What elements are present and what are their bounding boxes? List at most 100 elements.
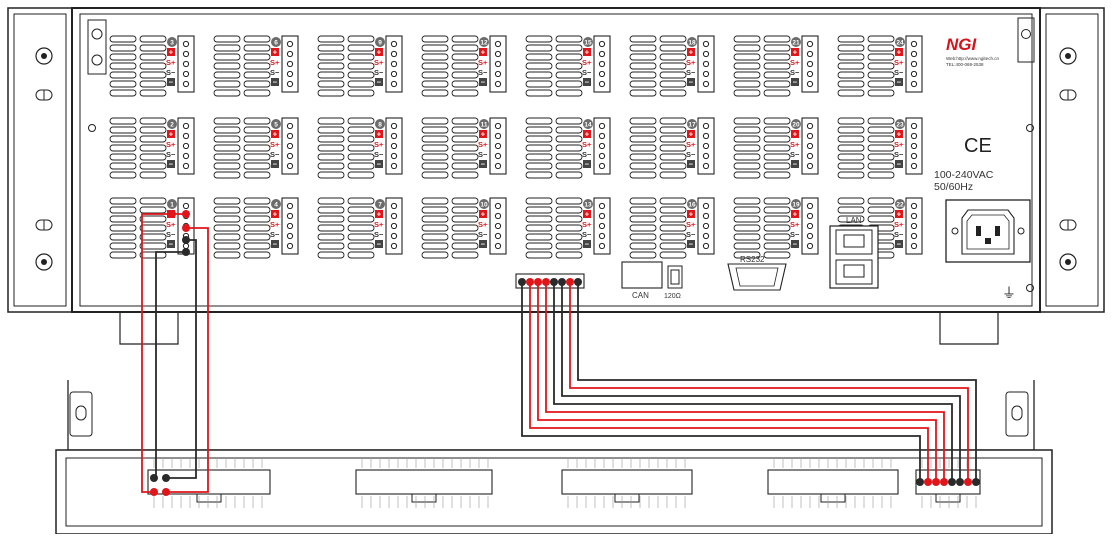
- terminal-label: −: [169, 160, 174, 169]
- vent-slot: [139, 89, 167, 97]
- terminal-label: S−: [790, 230, 800, 239]
- vent-slot: [109, 215, 137, 223]
- vent-slot: [525, 215, 553, 223]
- terminal-screw: [702, 212, 710, 220]
- channel-number: 22: [896, 202, 904, 209]
- vent-slot: [763, 233, 791, 241]
- terminal-screw: [286, 60, 294, 68]
- vent-slot: [555, 44, 583, 52]
- terminal-screw: [806, 80, 814, 88]
- vent-slot: [555, 171, 583, 179]
- terminal-screw: [286, 232, 294, 240]
- vent-slot: [555, 135, 583, 143]
- wire-terminal: [558, 278, 566, 286]
- vent-slot: [451, 162, 479, 170]
- fixture-header: [147, 458, 271, 508]
- channel-number: 23: [896, 122, 904, 129]
- terminal-screw: [598, 50, 606, 58]
- terminal-screw: [598, 162, 606, 170]
- vent-slot: [317, 206, 345, 214]
- vent-slot: [347, 162, 375, 170]
- terminal-label-box: [895, 78, 903, 86]
- terminal-label: S+: [894, 220, 904, 229]
- vent-slot: [733, 206, 761, 214]
- vent-slot: [213, 153, 241, 161]
- terminal-label: S−: [582, 150, 592, 159]
- terminal-screw: [286, 152, 294, 160]
- terminal-screw: [702, 40, 710, 48]
- vent-slot: [347, 224, 375, 232]
- terminal-screw: [182, 122, 190, 130]
- channel-module: 16+S+S−−: [629, 197, 715, 259]
- terminal-label-box: [895, 240, 903, 248]
- vent-slot: [317, 44, 345, 52]
- terminal-label: S+: [894, 58, 904, 67]
- wire-terminal: [534, 278, 542, 286]
- terminal-label: +: [585, 210, 590, 219]
- terminal-label-box: [375, 210, 383, 218]
- fixture-header: [561, 458, 693, 508]
- vent-slot: [629, 117, 657, 125]
- vent-slot: [629, 251, 657, 259]
- terminal-screw: [182, 162, 190, 170]
- terminal-screw: [494, 142, 502, 150]
- terminal-screw: [806, 142, 814, 150]
- vent-slot: [347, 135, 375, 143]
- terminal-screw: [286, 202, 294, 210]
- terminal-label: −: [377, 240, 382, 249]
- vent-slot: [451, 71, 479, 79]
- vent-slot: [213, 251, 241, 259]
- terminal-label: S+: [582, 140, 592, 149]
- vent-slot: [525, 162, 553, 170]
- wire-terminal: [574, 278, 582, 286]
- terminal-label: −: [897, 240, 902, 249]
- brand-block: NGI Web:http://www.ngitech.cn TEL:400-06…: [946, 35, 999, 67]
- vent-slot: [317, 171, 345, 179]
- terminal-screw: [702, 132, 710, 140]
- terminal-label: S−: [478, 150, 488, 159]
- vent-slot: [451, 242, 479, 250]
- vent-slot: [629, 62, 657, 70]
- channel-badge: [791, 37, 801, 47]
- vent-slot: [451, 206, 479, 214]
- terminal-screw: [910, 142, 918, 150]
- terminal-label: −: [481, 78, 486, 87]
- terminal-label: +: [897, 48, 902, 57]
- vent-slot: [451, 215, 479, 223]
- vent-slot: [139, 251, 167, 259]
- wire: [529, 282, 929, 482]
- vent-slot: [317, 251, 345, 259]
- vent-slot: [421, 242, 449, 250]
- vent-slot: [317, 35, 345, 43]
- terminal-screw: [702, 232, 710, 240]
- wire-terminal: [150, 488, 158, 496]
- terminal-label: +: [897, 210, 902, 219]
- wire: [166, 239, 197, 479]
- channel-number: 24: [896, 40, 904, 47]
- terminal-label-box: [375, 130, 383, 138]
- vent-slot: [867, 35, 895, 43]
- terminal-screw: [286, 242, 294, 250]
- channel-number: 19: [792, 202, 800, 209]
- vent-slot: [837, 171, 865, 179]
- wire-terminal: [924, 478, 932, 486]
- terminal-screw: [390, 202, 398, 210]
- vent-slot: [139, 206, 167, 214]
- vent-slot: [347, 233, 375, 241]
- terminal-screw: [598, 222, 606, 230]
- terminal-label: S−: [270, 68, 280, 77]
- brand-logo: NGI: [946, 35, 978, 54]
- right-rack-ear: [1039, 7, 1105, 313]
- terminal-label: S+: [374, 220, 384, 229]
- terminal-screw: [910, 242, 918, 250]
- vent-slot: [629, 224, 657, 232]
- terminal-screw: [390, 242, 398, 250]
- vent-slot: [837, 144, 865, 152]
- terminal-label-box: [271, 210, 279, 218]
- terminal-screw: [182, 70, 190, 78]
- vent-slot: [421, 44, 449, 52]
- vent-slot: [525, 242, 553, 250]
- channel-badge: [687, 119, 697, 129]
- terminal-screw: [182, 80, 190, 88]
- terminal-screw: [702, 60, 710, 68]
